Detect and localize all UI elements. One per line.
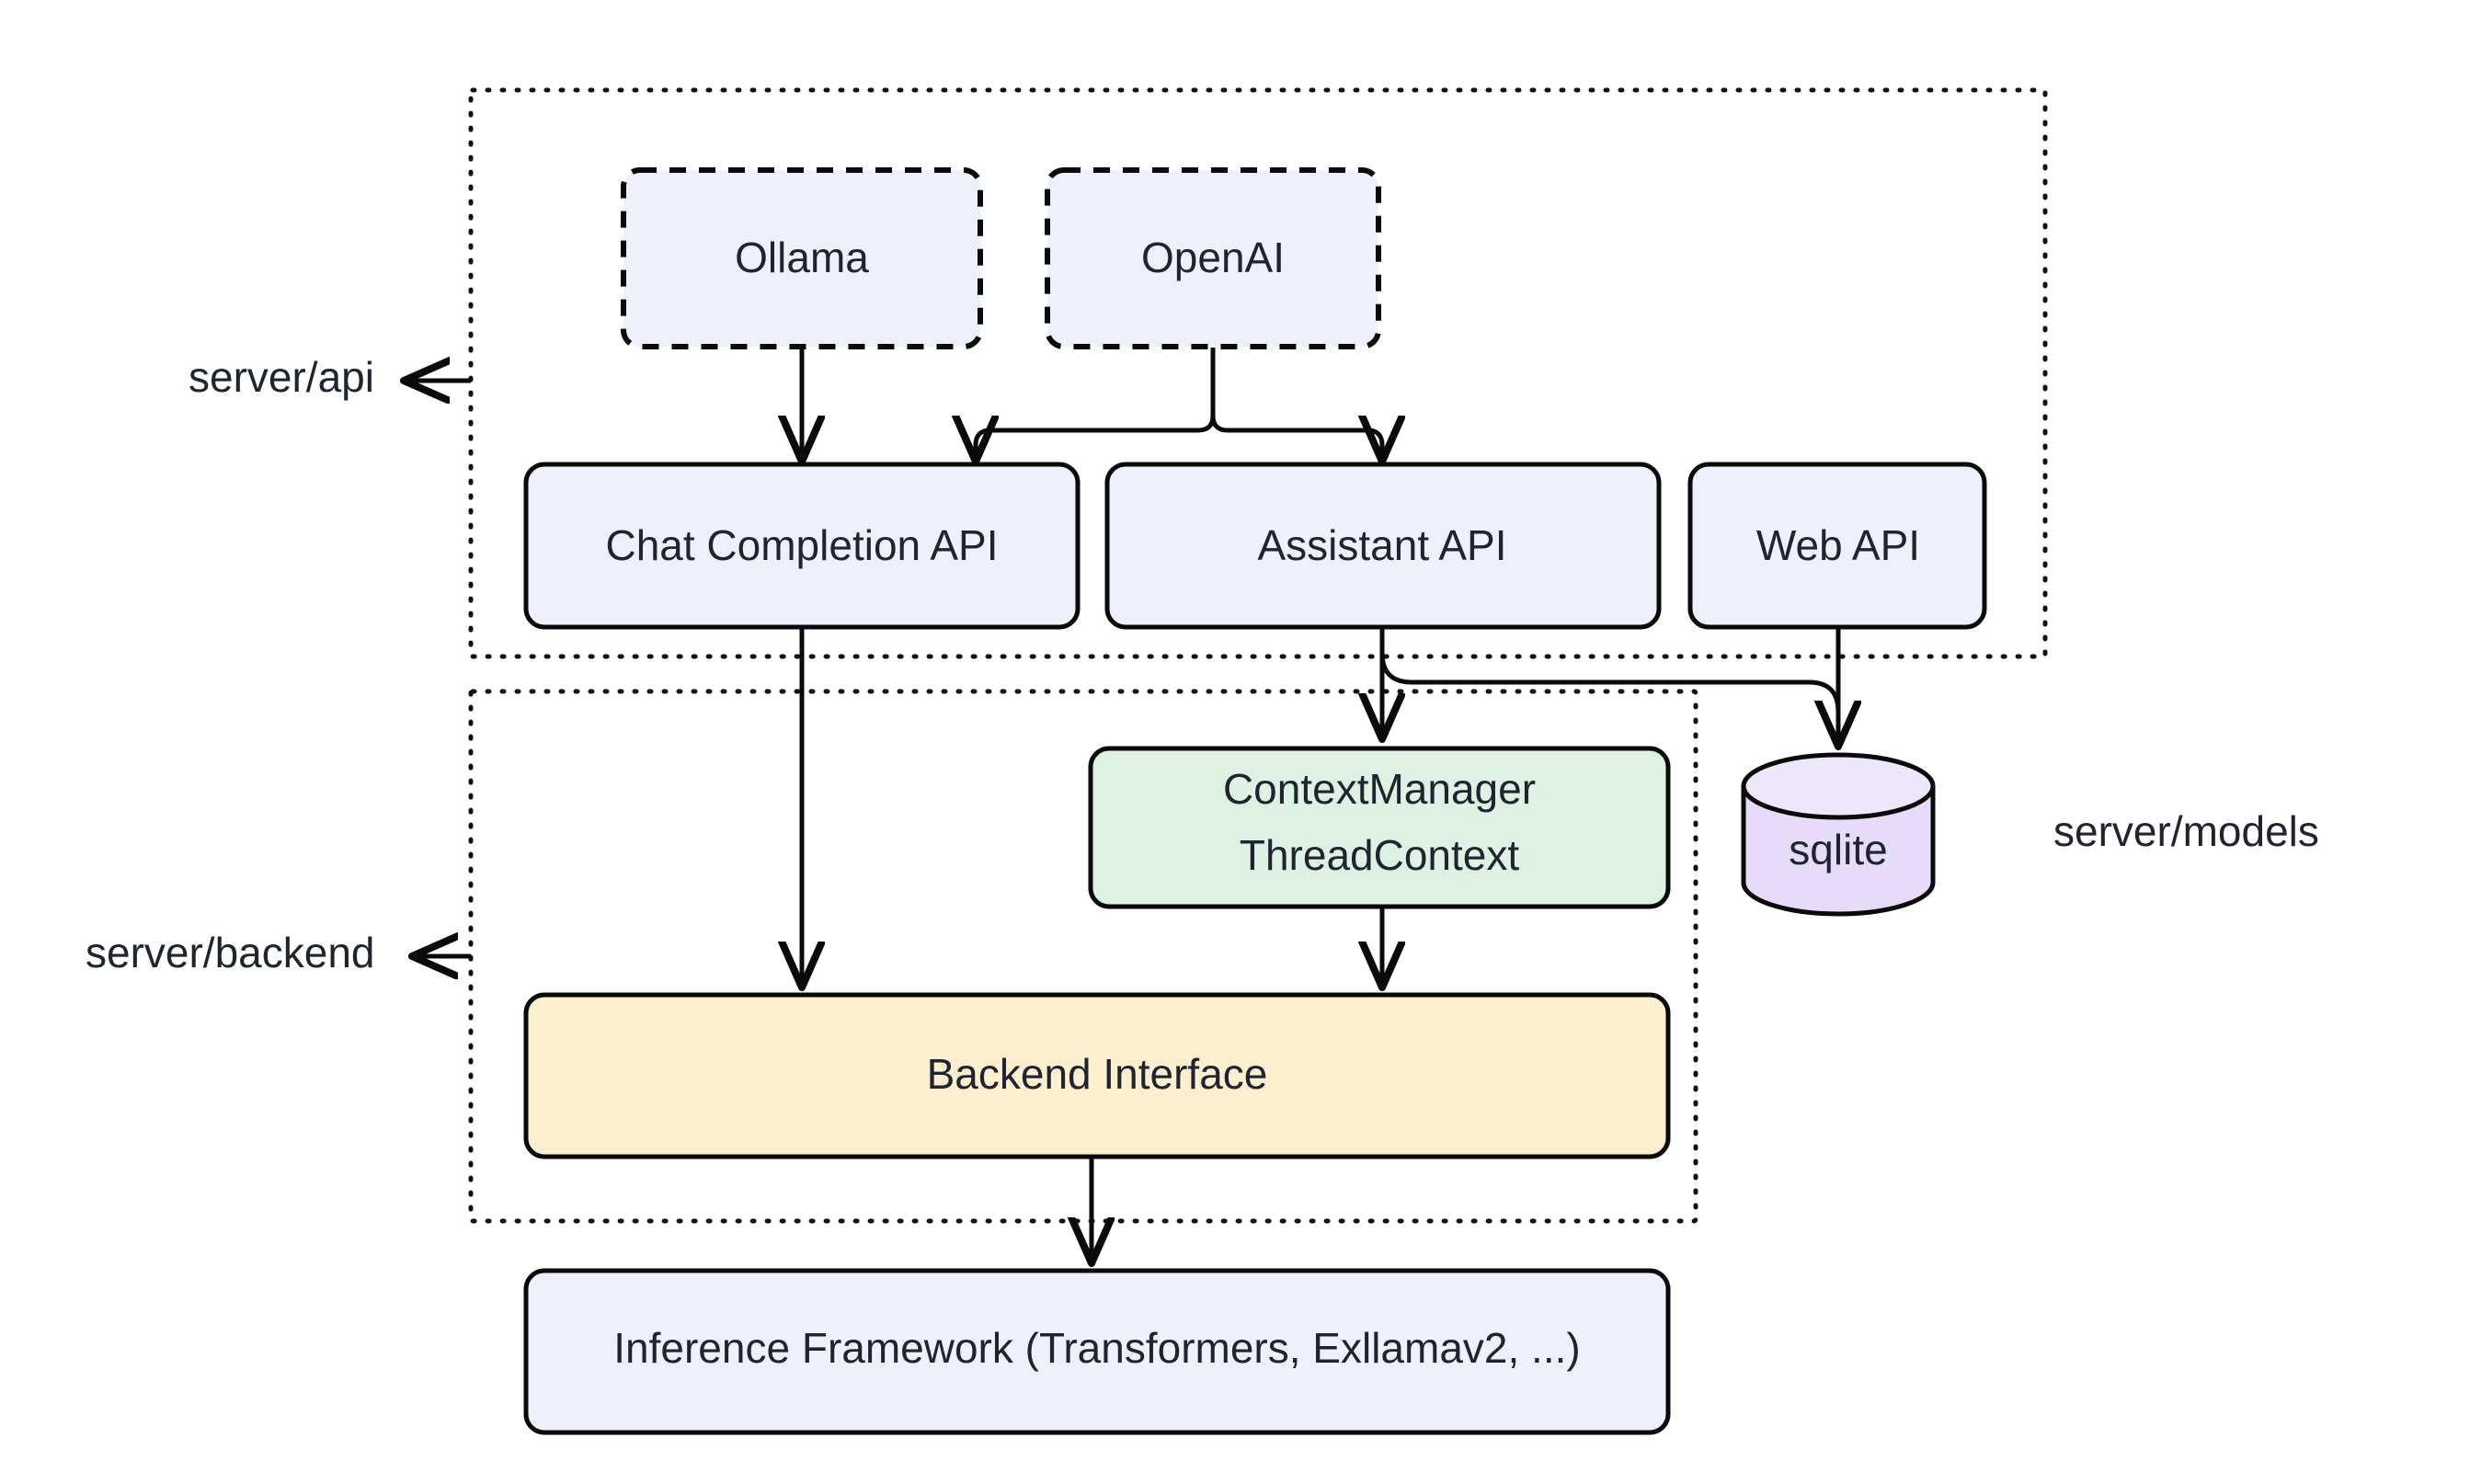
- edge-openai-to-assistant-api: [1210, 348, 1382, 458]
- node-assistant-api-label: Assistant API: [1257, 521, 1506, 569]
- node-context-manager-label-line1: ContextManager: [1223, 765, 1536, 813]
- edge-openai-to-chat-completion-api: [976, 348, 1216, 458]
- node-sqlite[interactable]: sqlite: [1741, 752, 1936, 917]
- node-openai-label: OpenAI: [1141, 234, 1285, 281]
- node-backend-interface[interactable]: Backend Interface: [523, 992, 1671, 1159]
- node-openai[interactable]: OpenAI: [1045, 167, 1381, 349]
- node-assistant-api[interactable]: Assistant API: [1104, 462, 1662, 630]
- cluster-label-server-models: server/models: [2053, 807, 2319, 855]
- cluster-label-server-backend-text: server/backend: [86, 929, 375, 976]
- node-backend-interface-label: Backend Interface: [927, 1050, 1268, 1098]
- node-ollama-label: Ollama: [735, 234, 869, 281]
- sqlite-cylinder-body: [1741, 783, 1936, 917]
- cluster-label-server-backend: server/backend: [86, 929, 471, 976]
- node-sqlite-label: sqlite: [1789, 826, 1887, 873]
- sqlite-cylinder-top: [1741, 752, 1936, 820]
- node-chat-completion-api[interactable]: Chat Completion API: [523, 462, 1081, 630]
- cluster-label-server-api-text: server/api: [189, 353, 374, 401]
- node-context-manager[interactable]: ContextManager ThreadContext: [1088, 746, 1671, 909]
- node-web-api[interactable]: Web API: [1687, 462, 1987, 630]
- cluster-server-api: [468, 87, 2048, 659]
- node-inference-framework-label: Inference Framework (Transformers, Exlla…: [613, 1324, 1580, 1372]
- node-ollama[interactable]: Ollama: [621, 167, 983, 349]
- cluster-label-server-api: server/api: [189, 353, 471, 401]
- edge-assistant-api-to-sqlite: [1379, 652, 1841, 726]
- node-web-api-label: Web API: [1756, 521, 1920, 569]
- node-context-manager-label-line2: ThreadContext: [1240, 831, 1519, 879]
- node-chat-completion-api-label: Chat Completion API: [605, 521, 998, 569]
- cluster-label-server-models-text: server/models: [2053, 807, 2319, 855]
- node-inference-framework[interactable]: Inference Framework (Transformers, Exlla…: [523, 1268, 1671, 1435]
